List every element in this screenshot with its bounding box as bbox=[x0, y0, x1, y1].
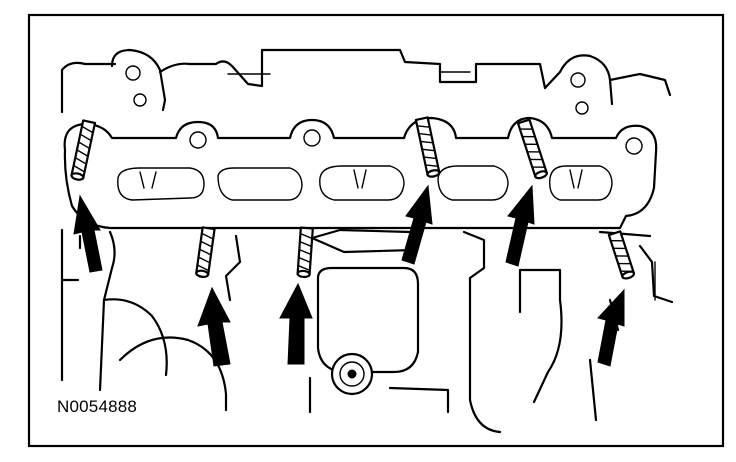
stud-2 bbox=[195, 226, 216, 278]
stud-1 bbox=[70, 119, 97, 181]
arrow-up-icon bbox=[401, 184, 433, 265]
figure-reference-code: N0054888 bbox=[57, 397, 138, 416]
stud-6 bbox=[607, 230, 636, 280]
arrow-up-icon bbox=[197, 286, 231, 367]
arrow-up-icon bbox=[279, 282, 313, 365]
stud-3 bbox=[296, 226, 314, 279]
arrow-up-icon bbox=[505, 184, 535, 267]
stud-5 bbox=[516, 118, 548, 180]
figure-border bbox=[27, 13, 725, 448]
arrow-up-icon bbox=[597, 288, 625, 367]
stud-4 bbox=[414, 116, 441, 178]
cylinder-head-upper bbox=[60, 48, 672, 115]
engine-block-lower bbox=[60, 228, 674, 434]
arrow-up-icon bbox=[73, 194, 103, 273]
manifold-flange bbox=[63, 116, 658, 230]
manifold-studs bbox=[70, 116, 636, 280]
callout-arrows bbox=[73, 184, 625, 367]
